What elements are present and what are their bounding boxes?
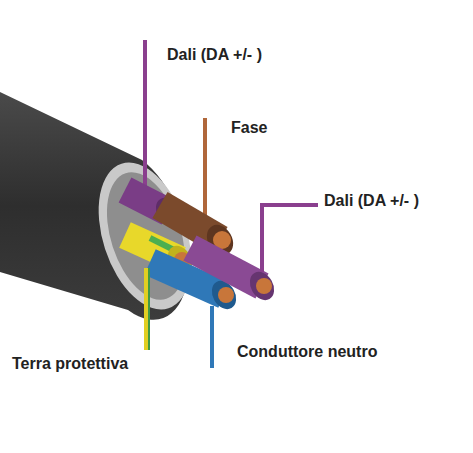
wire-label: Terra protettiva (12, 354, 128, 373)
wire-label: Fase (231, 118, 267, 137)
leader-line (148, 268, 150, 350)
leader-line (144, 268, 148, 350)
leader-line (210, 306, 214, 368)
leader-line (143, 40, 147, 195)
leader-line (262, 205, 318, 272)
wire-label: Dali (DA +/- ) (324, 191, 419, 210)
wire-label: Conduttore neutro (237, 342, 377, 361)
wire-label: Dali (DA +/- ) (167, 45, 262, 64)
wire-purple-right (190, 248, 279, 304)
leader-line (203, 118, 207, 225)
